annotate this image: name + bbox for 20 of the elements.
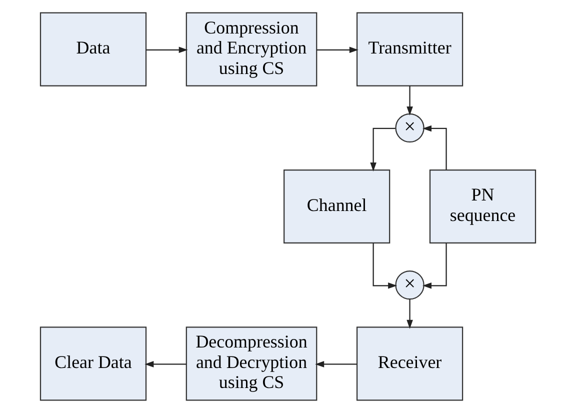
node-box: Compression and Encryption using CS	[186, 12, 318, 86]
arrow	[422, 125, 447, 170]
arrow	[422, 243, 447, 289]
node-box: Channel	[284, 169, 390, 244]
node-box: PN sequence	[429, 169, 536, 244]
node-box: Data	[40, 12, 147, 86]
arrow	[316, 46, 358, 54]
node-box: Decompression and Decryption using CS	[186, 326, 318, 401]
arrow	[144, 361, 186, 368]
arrow	[315, 361, 357, 368]
arrow	[406, 86, 413, 116]
node-circle: ×	[395, 113, 424, 143]
arrow	[146, 46, 188, 54]
node-box: Clear Data	[40, 326, 147, 401]
arrow	[372, 243, 398, 289]
arrow	[370, 128, 396, 172]
node-box: Transmitter	[356, 12, 464, 86]
node-circle: ×	[395, 270, 424, 300]
arrow	[406, 299, 413, 329]
node-box: Receiver	[356, 326, 464, 401]
